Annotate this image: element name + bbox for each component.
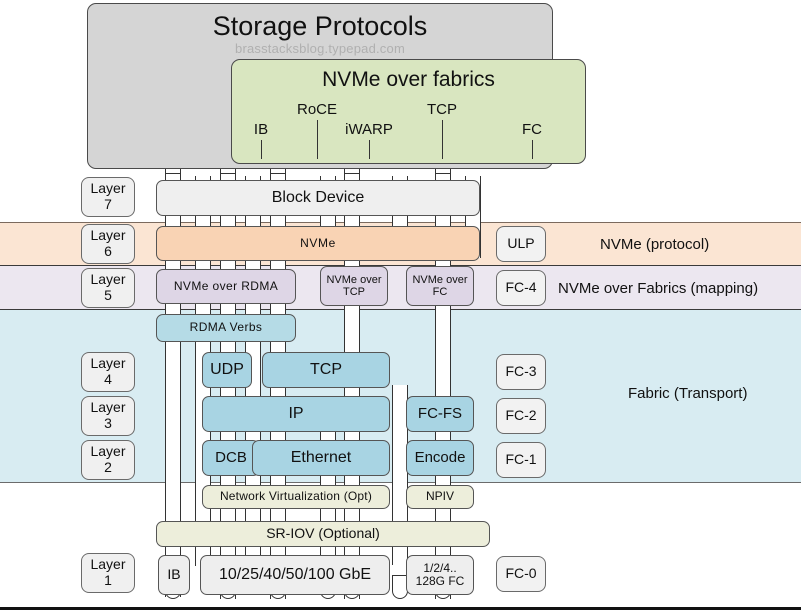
block-nvme: NVMe bbox=[156, 226, 480, 261]
layer-word-7: Layer bbox=[90, 180, 126, 197]
fc-tag-fc1: FC-1 bbox=[496, 442, 546, 478]
block-fc-fs: FC-FS bbox=[406, 396, 474, 432]
block-rdma-verbs: RDMA Verbs bbox=[156, 314, 296, 342]
layer-num-7: 7 bbox=[104, 196, 112, 212]
fc-tag-ulp: ULP bbox=[496, 226, 546, 262]
protocol-tick-tcp bbox=[442, 120, 443, 159]
fc-tag-fc2: FC-2 bbox=[496, 398, 546, 434]
fc-tag-fc3: FC-3 bbox=[496, 354, 546, 390]
fc-tag-fc0: FC-0 bbox=[496, 556, 546, 592]
protocol-label-ib: IB bbox=[253, 121, 269, 138]
band-label-nvme-protocol: NVMe (protocol) bbox=[600, 236, 710, 253]
layer-tag-3: Layer 3 bbox=[81, 396, 135, 436]
block-encode: Encode bbox=[406, 440, 474, 476]
protocol-tick-fc bbox=[532, 140, 533, 159]
layer-num-4: 4 bbox=[104, 371, 112, 387]
block-npiv: NPIV bbox=[406, 485, 474, 509]
protocol-tick-roce bbox=[317, 120, 318, 159]
layer-tag-2: Layer 2 bbox=[81, 440, 135, 480]
block-ip: IP bbox=[202, 396, 390, 432]
layer-word-1: Layer bbox=[90, 556, 126, 573]
block-gbe: 10/25/40/50/100 GbE bbox=[200, 555, 390, 595]
layer-word-2: Layer bbox=[90, 443, 126, 460]
layer-tag-5: Layer 5 bbox=[81, 268, 135, 308]
protocol-tick-ib bbox=[261, 140, 262, 159]
layer-tag-4: Layer 4 bbox=[81, 352, 135, 392]
block-tcp: TCP bbox=[262, 352, 390, 388]
block-sr-iov: SR-IOV (Optional) bbox=[156, 521, 490, 547]
layer-num-5: 5 bbox=[104, 287, 112, 303]
protocol-label-roce: RoCE bbox=[296, 101, 338, 118]
protocol-tick-iwarp bbox=[369, 140, 370, 159]
layer-num-1: 1 bbox=[104, 572, 112, 588]
block-dcb: DCB bbox=[202, 440, 260, 476]
layer-word-6: Layer bbox=[90, 227, 126, 244]
layer-word-4: Layer bbox=[90, 355, 126, 372]
protocol-label-iwarp: iWARP bbox=[345, 121, 393, 138]
layer-word-3: Layer bbox=[90, 399, 126, 416]
block-network-virtualization: Network Virtualization (Opt) bbox=[202, 485, 390, 509]
band-label-fabric-transport: Fabric (Transport) bbox=[628, 385, 748, 402]
block-ib: IB bbox=[158, 555, 190, 595]
block-nvme-over-tcp: NVMe over TCP bbox=[320, 266, 388, 306]
layer-tag-1: Layer 1 bbox=[81, 553, 135, 593]
layer-word-5: Layer bbox=[90, 271, 126, 288]
band-label-nvme-fabrics-mapping: NVMe over Fabrics (mapping) bbox=[558, 280, 759, 297]
layer-num-2: 2 bbox=[104, 459, 112, 475]
protocol-label-fc: FC bbox=[522, 121, 542, 138]
block-nvme-over-fc: NVMe over FC bbox=[406, 266, 474, 306]
layer-num-3: 3 bbox=[104, 415, 112, 431]
block-block-device: Block Device bbox=[156, 180, 480, 216]
block-ethernet: Ethernet bbox=[252, 440, 390, 476]
connector-pipe-eth-extra bbox=[392, 385, 408, 565]
page-title: Storage Protocols bbox=[212, 11, 428, 41]
nvme-over-fabrics-title: NVMe over fabrics bbox=[322, 68, 495, 91]
nvme-over-fabrics-panel: NVMe over fabrics IB RoCE iWARP TCP FC bbox=[231, 59, 586, 164]
bottom-rule bbox=[0, 607, 801, 610]
layer-tag-7: Layer 7 bbox=[81, 177, 135, 217]
watermark: brasstacksblog.typepad.com bbox=[235, 41, 405, 56]
layer-tag-6: Layer 6 bbox=[81, 224, 135, 264]
block-nvme-over-rdma: NVMe over RDMA bbox=[156, 269, 296, 304]
protocol-label-tcp: TCP bbox=[427, 101, 457, 118]
block-fc-speeds: 1/2/4.. 128G FC bbox=[406, 555, 474, 595]
block-udp: UDP bbox=[202, 352, 252, 388]
storage-protocols-panel: Storage Protocols brasstacksblog.typepad… bbox=[87, 3, 586, 169]
layer-num-6: 6 bbox=[104, 243, 112, 259]
fc-tag-fc4: FC-4 bbox=[496, 270, 546, 306]
